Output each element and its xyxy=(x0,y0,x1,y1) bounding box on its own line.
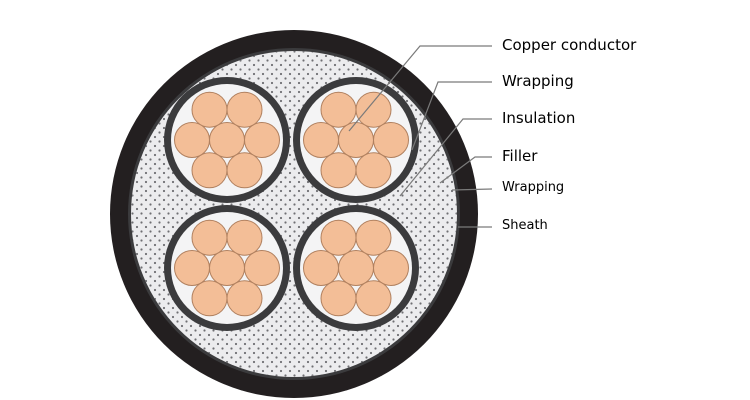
copper-strand xyxy=(226,280,263,317)
core-1 xyxy=(164,77,290,203)
cores xyxy=(164,77,419,331)
label-filler: Filler xyxy=(502,147,538,165)
copper-strand xyxy=(338,122,374,158)
copper-strand xyxy=(226,219,263,256)
copper-strand xyxy=(320,152,357,189)
copper-strand xyxy=(373,250,409,286)
copper-strand xyxy=(355,280,392,317)
copper-strand xyxy=(355,91,392,128)
copper-strand xyxy=(320,219,357,256)
copper-strand xyxy=(174,122,210,158)
copper-strand xyxy=(174,250,210,286)
leader-insulation xyxy=(399,118,492,197)
copper-strand xyxy=(338,250,374,286)
copper-strand xyxy=(209,122,245,158)
copper-strand xyxy=(303,250,339,286)
copper-strand xyxy=(355,152,392,189)
core-3 xyxy=(164,205,290,331)
core-4 xyxy=(293,205,419,331)
copper-strand xyxy=(244,122,280,158)
leader-copper-conductor xyxy=(348,45,492,132)
copper-strand xyxy=(191,219,228,256)
copper-strand xyxy=(320,91,357,128)
copper-strand xyxy=(303,122,339,158)
copper-strand xyxy=(226,152,263,189)
copper-strand xyxy=(191,280,228,317)
copper-strand xyxy=(244,250,280,286)
copper-strand xyxy=(209,250,245,286)
leader-lines xyxy=(348,45,493,228)
label-insulation: Insulation xyxy=(502,109,576,127)
copper-strand xyxy=(373,122,409,158)
label-wrapping-outer: Wrapping xyxy=(502,180,565,195)
copper-strand xyxy=(226,91,263,128)
leader-wrapping-inner xyxy=(411,81,492,151)
copper-strand xyxy=(320,280,357,317)
leader-wrapping-outer xyxy=(451,188,493,191)
copper-strand xyxy=(191,91,228,128)
label-wrapping-inner: Wrapping xyxy=(502,72,574,90)
label-sheath: Sheath xyxy=(502,218,548,233)
leader-filler xyxy=(439,156,492,184)
copper-strand xyxy=(191,152,228,189)
copper-strand xyxy=(355,219,392,256)
label-copper-conductor: Copper conductor xyxy=(502,36,637,54)
core-2 xyxy=(293,77,419,203)
